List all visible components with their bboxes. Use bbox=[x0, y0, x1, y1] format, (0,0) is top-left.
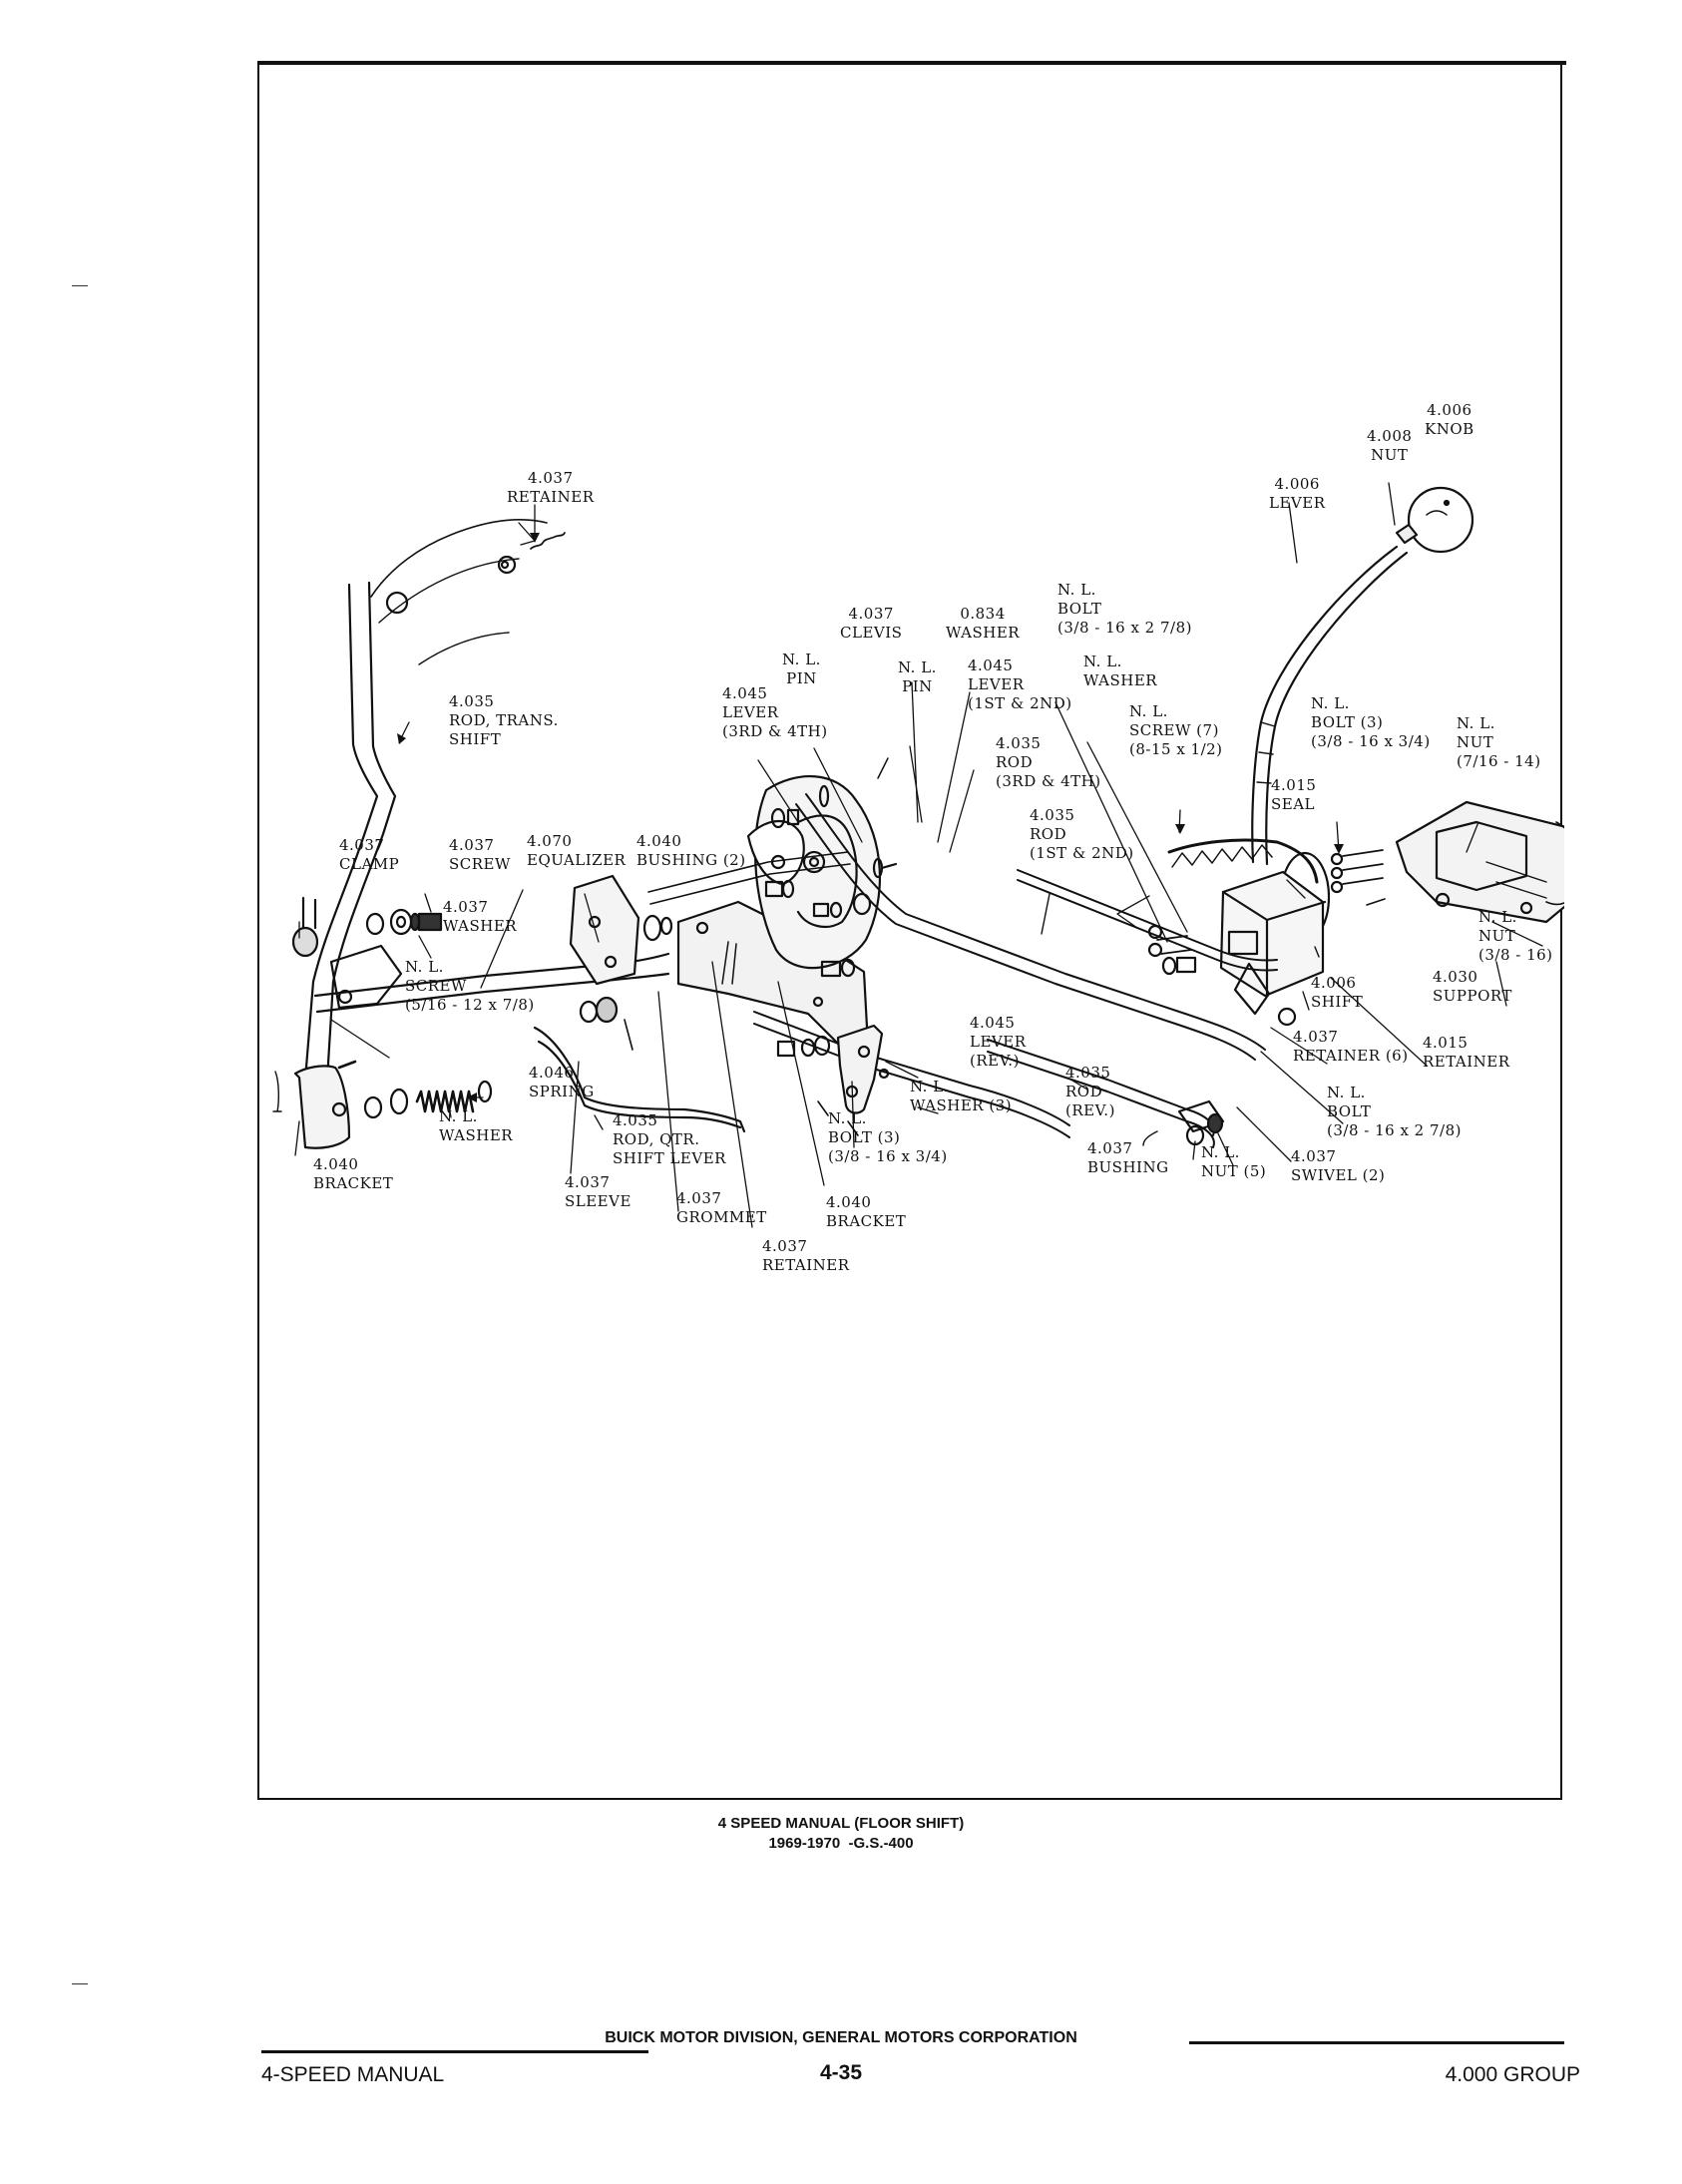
page-number: 4-35 bbox=[819, 2061, 863, 2084]
leader-arrowheads bbox=[397, 533, 1344, 1102]
label-nl-pin-left: N. L. PIN bbox=[782, 651, 821, 687]
label-rod-trans-shift: 4.035 ROD, TRANS. SHIFT bbox=[449, 692, 559, 748]
label-washer-4037: 4.037 WASHER bbox=[443, 898, 518, 935]
label-retainer-4015: 4.015 RETAINER bbox=[1423, 1034, 1510, 1071]
transmission-support bbox=[1395, 800, 1564, 924]
label-clamp: 4.037 CLAMP bbox=[339, 836, 400, 873]
label-seal: 4.015 SEAL bbox=[1271, 776, 1317, 813]
label-rod-qtr: 4.035 ROD, QTR. SHIFT LEVER bbox=[613, 1111, 726, 1167]
shift-levers-center bbox=[746, 774, 882, 970]
diagram-frame: 4.006 KNOB 4.008 NUT 4.006 LEVER 4.037 R… bbox=[257, 61, 1566, 1800]
label-bracket-left: 4.040 BRACKET bbox=[313, 1155, 394, 1192]
label-nl-nut-16: N. L. NUT (3/8 - 16) bbox=[1478, 908, 1553, 964]
label-nl-nut-right: N. L. NUT (7/16 - 14) bbox=[1457, 714, 1541, 770]
nl-screw-left bbox=[337, 1060, 357, 1070]
footer-section: 4-SPEED MANUAL bbox=[261, 2063, 445, 2086]
label-washer-0834: 0.834 WASHER bbox=[946, 605, 1021, 642]
label-nl-bolt-top: N. L. BOLT (3/8 - 16 x 2 7/8) bbox=[1057, 581, 1192, 637]
label-nl-washer-top: N. L. WASHER bbox=[1083, 653, 1158, 689]
label-nl-washer-3: N. L. WASHER (3) bbox=[910, 1078, 1013, 1114]
spring-assembly bbox=[363, 1080, 493, 1119]
label-bushing-2: 4.040 BUSHING (2) bbox=[636, 832, 746, 869]
margin-tick bbox=[72, 1983, 88, 1984]
label-retainer-bottom: 4.037 RETAINER bbox=[762, 1237, 850, 1274]
label-nl-screw-left: N. L. SCREW (5/16 - 12 x 7/8) bbox=[405, 958, 535, 1014]
bushing-pair bbox=[642, 914, 673, 942]
label-rod-3rd4th: 4.035 ROD (3RD & 4TH) bbox=[996, 734, 1101, 790]
label-nl-nut-5: N. L. NUT (5) bbox=[1201, 1143, 1267, 1180]
label-retainer-6: 4.037 RETAINER (6) bbox=[1293, 1028, 1409, 1065]
reverse-lever bbox=[776, 1024, 890, 1136]
label-grommet: 4.037 GROMMET bbox=[676, 1189, 767, 1226]
caption-years: 1969-1970 -G.S.-400 bbox=[768, 1835, 914, 1852]
footer-rule-right bbox=[1189, 2041, 1564, 2044]
label-rod-rev: 4.035 ROD (REV.) bbox=[1065, 1064, 1115, 1119]
label-sleeve: 4.037 SLEEVE bbox=[565, 1173, 631, 1210]
label-swivel: 4.037 SWIVEL (2) bbox=[1291, 1147, 1386, 1184]
leader-lines bbox=[294, 482, 1543, 1228]
center-hardware bbox=[764, 879, 1197, 978]
frame-top-rule bbox=[257, 61, 1566, 65]
label-lever-3rd4th: 4.045 LEVER (3RD & 4TH) bbox=[722, 684, 828, 740]
label-retainer-top: 4.037 RETAINER bbox=[507, 469, 595, 506]
label-bushing-4037: 4.037 BUSHING bbox=[1087, 1139, 1169, 1176]
label-spring: 4.046 SPRING bbox=[529, 1064, 595, 1100]
clevis-pins bbox=[770, 757, 898, 879]
label-support: 4.030 SUPPORT bbox=[1433, 968, 1512, 1005]
retainer-top bbox=[530, 532, 566, 550]
right-hardware bbox=[1314, 849, 1533, 958]
label-screw-4037: 4.037 SCREW bbox=[449, 836, 511, 873]
caption-title: 4 SPEED MANUAL (FLOOR SHIFT) bbox=[717, 1815, 965, 1832]
label-nut-4008: 4.008 NUT bbox=[1367, 427, 1413, 464]
footer-publisher: BUICK MOTOR DIVISION, GENERAL MOTORS COR… bbox=[605, 2029, 1077, 2046]
footer-group: 4.000 GROUP bbox=[1445, 2063, 1580, 2086]
label-equalizer: 4.070 EQUALIZER bbox=[527, 832, 627, 869]
label-rod-1st2nd: 4.035 ROD (1ST & 2ND) bbox=[1030, 806, 1134, 862]
exploded-view-drawing bbox=[272, 482, 1564, 1228]
footer-rule-left bbox=[261, 2050, 648, 2053]
label-nl-washer-left: N. L. WASHER bbox=[439, 1107, 514, 1144]
margin-tick bbox=[72, 285, 88, 286]
shift-lever bbox=[1251, 545, 1409, 866]
shift-knob bbox=[1407, 486, 1474, 554]
label-nl-screw-7: N. L. SCREW (7) (8-15 x 1/2) bbox=[1129, 702, 1223, 758]
label-lever-rev: 4.045 LEVER (REV.) bbox=[970, 1014, 1027, 1070]
label-lever-1st2nd: 4.045 LEVER (1ST & 2ND) bbox=[968, 656, 1072, 712]
clamp bbox=[291, 896, 319, 958]
label-lever-4006: 4.006 LEVER bbox=[1269, 475, 1326, 512]
qtr-shift-rod bbox=[533, 996, 746, 1133]
figure-caption: 4 SPEED MANUAL (FLOOR SHIFT) 1969-1970 -… bbox=[0, 1814, 1682, 1854]
label-nl-bolt-lower-right: N. L. BOLT (3/8 - 16 x 2 7/8) bbox=[1327, 1084, 1462, 1139]
label-clevis: 4.037 CLEVIS bbox=[840, 605, 903, 642]
left-bracket bbox=[272, 1065, 351, 1149]
label-bracket-mid: 4.040 BRACKET bbox=[826, 1193, 907, 1230]
shifter-housing bbox=[1219, 870, 1327, 1027]
label-shift: 4.006 SHIFT bbox=[1311, 974, 1364, 1011]
label-nl-bolt-3-mid: N. L. BOLT (3) (3/8 - 16 x 3/4) bbox=[828, 1109, 948, 1165]
long-rods bbox=[647, 793, 1278, 1138]
knob-nut bbox=[1395, 523, 1419, 545]
label-nl-pin-right: N. L. PIN bbox=[898, 658, 937, 695]
label-nl-bolt-3-right: N. L. BOLT (3) (3/8 - 16 x 3/4) bbox=[1311, 694, 1431, 750]
trans-shift-rod bbox=[303, 519, 548, 1082]
label-knob: 4.006 KNOB bbox=[1425, 401, 1474, 438]
screw-washer-set bbox=[365, 908, 443, 936]
